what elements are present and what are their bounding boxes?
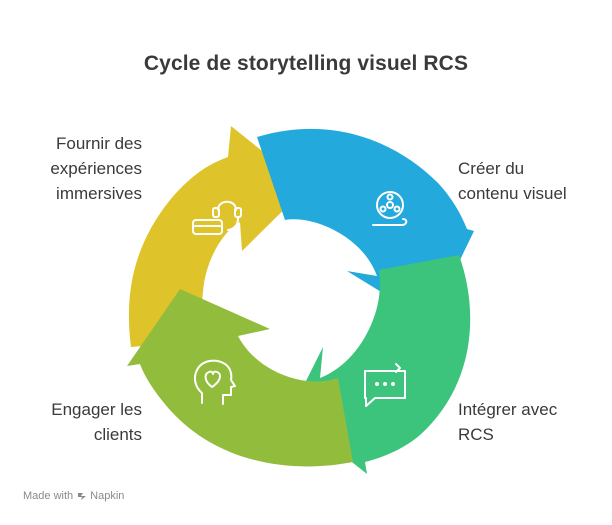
step-label-engager: Engager les clients	[51, 400, 142, 444]
step-label-fournir: Fournir des expériences immersives	[50, 134, 142, 203]
diagram-title: Cycle de storytelling visuel RCS	[143, 52, 469, 75]
made-with-text: Made with	[23, 490, 74, 502]
segment-engager	[127, 289, 353, 467]
vr-headset-icon	[192, 200, 242, 235]
napkin-brand: Napkin	[77, 490, 124, 502]
step-label-integrer: Intégrer avec RCS	[458, 400, 558, 444]
segment-fournir	[128, 126, 307, 347]
heart-head-icon	[193, 359, 236, 405]
chat-bubble-icon	[364, 363, 406, 407]
step-label-creer: Créer du contenu visuel	[458, 159, 567, 203]
film-reel-icon	[372, 191, 408, 226]
napkin-logo-icon	[78, 493, 87, 500]
napkin-brand-text: Napkin	[90, 490, 125, 502]
made-with-footer: Made with Napkin	[23, 490, 124, 502]
